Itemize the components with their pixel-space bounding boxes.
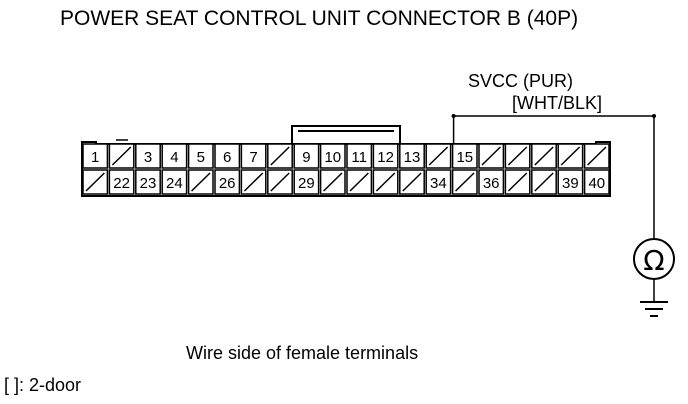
terminal-number: 11 bbox=[351, 149, 367, 166]
terminal-number: 1 bbox=[91, 149, 99, 166]
row2-empty-slash bbox=[323, 172, 343, 192]
row2-cell bbox=[161, 169, 188, 195]
ohm-symbol: Ω bbox=[643, 244, 664, 277]
row2-empty-slash bbox=[85, 172, 105, 192]
row2-cell bbox=[583, 169, 610, 195]
row2-empty-slash bbox=[270, 172, 290, 192]
row2-cell bbox=[425, 169, 452, 195]
connector-latch bbox=[291, 125, 401, 144]
row2-cell bbox=[557, 169, 584, 195]
wire-corner-dot bbox=[652, 114, 656, 118]
probe-wire-label: SVCC (PUR) bbox=[468, 71, 574, 91]
row1-cell bbox=[82, 143, 109, 169]
row1-empty-slash bbox=[270, 146, 290, 166]
row1-empty-slash bbox=[587, 146, 607, 166]
row1-cell bbox=[240, 143, 267, 169]
row1-cell bbox=[372, 143, 399, 169]
row2-empty-slash bbox=[507, 172, 528, 192]
row1-cell bbox=[319, 143, 346, 169]
terminal-number: 4 bbox=[170, 149, 178, 166]
row2-cell bbox=[214, 169, 241, 195]
row2-empty-slash bbox=[375, 172, 396, 192]
diagram-title: POWER SEAT CONTROL UNIT CONNECTOR B (40P… bbox=[60, 7, 579, 30]
row1-cell bbox=[161, 143, 188, 169]
row1-cell bbox=[187, 143, 214, 169]
terminal-number: 6 bbox=[223, 149, 231, 166]
row1-cell bbox=[451, 143, 478, 169]
terminal-number: 22 bbox=[113, 175, 130, 192]
row2-cell bbox=[478, 169, 505, 195]
row1-cell bbox=[346, 143, 373, 169]
row1-empty-slash bbox=[560, 146, 581, 166]
row2-cell bbox=[108, 169, 135, 195]
row1-cell bbox=[293, 143, 320, 169]
terminal-number: 40 bbox=[588, 175, 605, 192]
row2-empty-slash bbox=[243, 172, 264, 192]
terminal-number: 26 bbox=[219, 175, 236, 192]
row1-empty-slash bbox=[507, 146, 528, 166]
terminal-number: 39 bbox=[562, 175, 579, 192]
row1-cell bbox=[399, 143, 425, 169]
row2-empty-slash bbox=[455, 172, 475, 192]
terminal-number: 23 bbox=[140, 175, 157, 192]
terminal-number: 7 bbox=[249, 149, 257, 166]
row1-cell bbox=[214, 143, 241, 169]
row2-cell bbox=[293, 169, 320, 195]
row2-empty-slash bbox=[402, 172, 422, 192]
terminal-number: 36 bbox=[483, 175, 500, 192]
probe-wire-alt-label: [WHT/BLK] bbox=[512, 93, 603, 113]
terminal-number: 9 bbox=[302, 149, 310, 166]
terminal-number: 24 bbox=[166, 175, 183, 192]
row1-empty-slash bbox=[481, 146, 501, 166]
row1-empty-slash bbox=[534, 146, 554, 166]
row1-cell bbox=[135, 143, 161, 169]
terminal-number: 13 bbox=[404, 149, 421, 166]
connector-housing bbox=[81, 141, 611, 197]
probe-wire: Ω bbox=[451, 114, 675, 317]
terminal-number: 34 bbox=[430, 175, 447, 192]
probe-lead bbox=[452, 115, 655, 238]
probe-tap-dot bbox=[451, 114, 456, 118]
row2-cell bbox=[135, 169, 161, 195]
row2-empty-slash bbox=[191, 172, 211, 192]
row1-empty-slash bbox=[428, 146, 449, 166]
view-caption: Wire side of female terminals bbox=[186, 343, 419, 363]
terminal-number: 10 bbox=[324, 149, 341, 166]
row1-empty-slash bbox=[111, 146, 132, 166]
row2-empty-slash bbox=[349, 172, 369, 192]
terminal-number: 15 bbox=[456, 149, 473, 166]
terminal-number: 12 bbox=[377, 149, 394, 166]
terminal-number: 3 bbox=[144, 149, 152, 166]
terminal-number: 5 bbox=[197, 149, 205, 166]
terminal-number: 29 bbox=[298, 175, 315, 192]
legend-note: [ ]: 2-door bbox=[4, 375, 82, 395]
row2-empty-slash bbox=[534, 172, 554, 192]
